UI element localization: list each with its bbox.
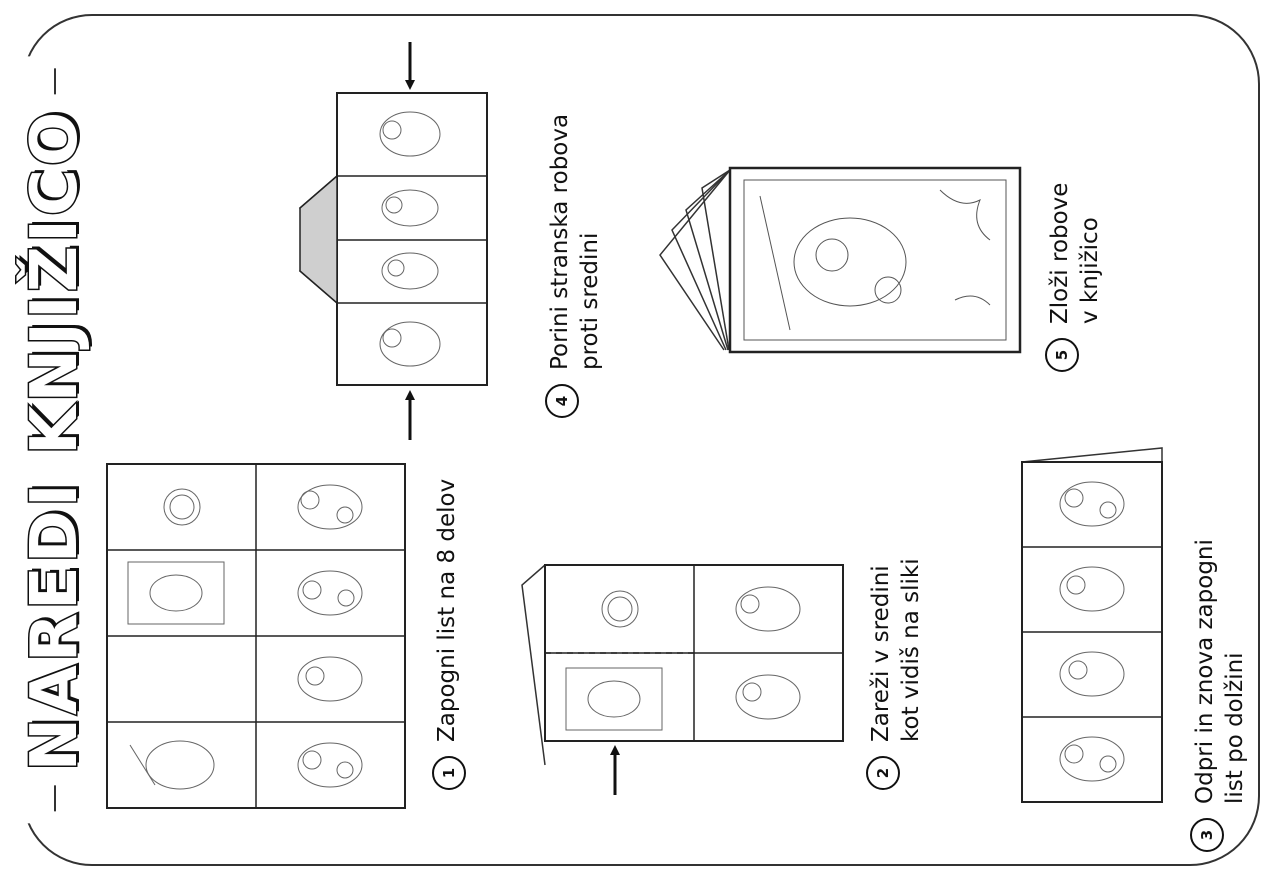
step4-pushed-strip <box>298 42 488 440</box>
step-text-line-1: Zareži v sredini <box>868 565 894 742</box>
step-number: 1 <box>432 756 466 790</box>
step-number: 4 <box>545 384 579 418</box>
step5-booklet <box>659 166 1022 354</box>
step-text-line-1: Odpri in znova zapogni <box>1192 539 1218 804</box>
step2-folded-sheet <box>521 564 844 795</box>
step-text-line-2: list po dolžini <box>1222 652 1248 804</box>
step-text-line-1: Porini stranska robova <box>547 113 573 370</box>
step-text: Zapogni list na 8 delov <box>434 478 460 742</box>
step-number: 3 <box>1190 818 1224 852</box>
step-number: 5 <box>1045 338 1079 372</box>
step3-long-strip <box>1021 447 1163 803</box>
step-text-line-2: proti sredini <box>577 232 603 370</box>
step-text-line-2: kot vidiš na sliki <box>898 558 924 742</box>
step-text-line-2: v knjižico <box>1077 217 1103 324</box>
step-number: 2 <box>866 756 900 790</box>
step1-sheet <box>106 463 406 809</box>
step-text-line-1: Zloži robove <box>1047 182 1073 324</box>
